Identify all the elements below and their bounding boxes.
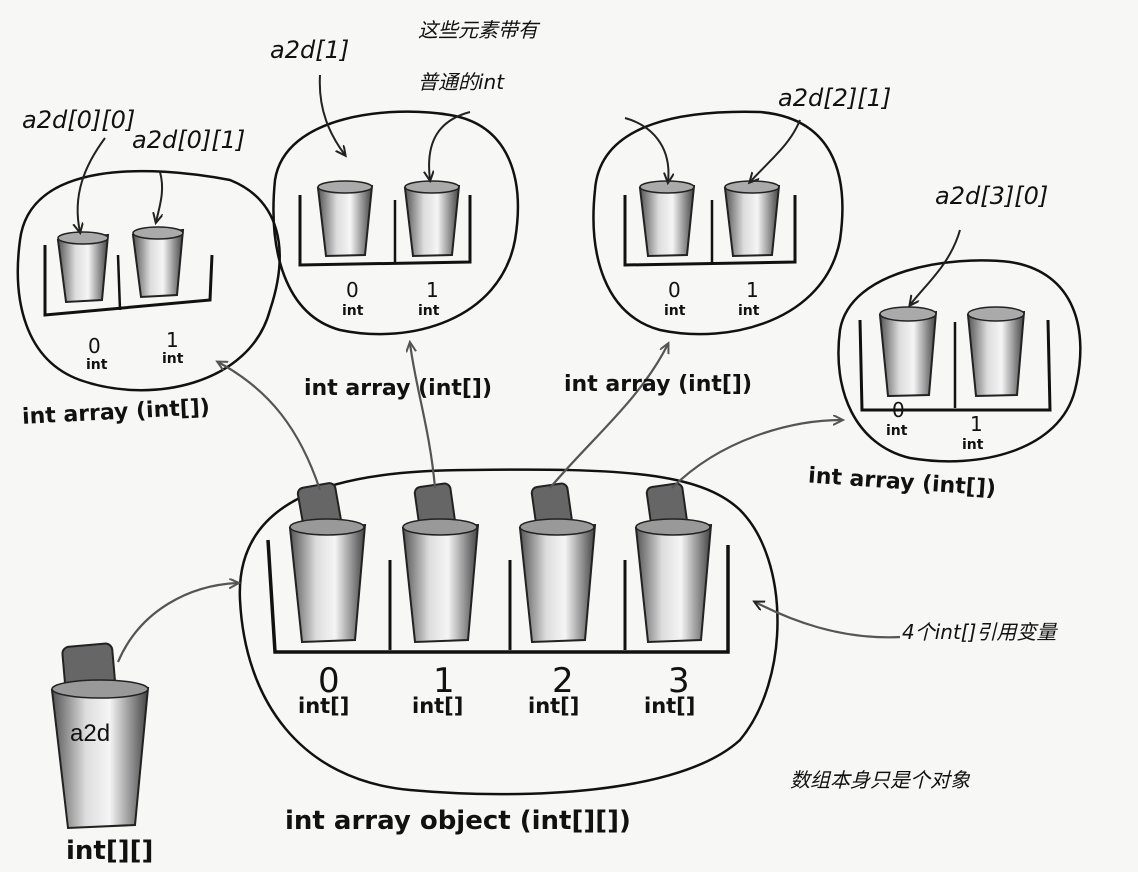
main-type-1: int[] bbox=[412, 694, 464, 718]
sub3-index-0: 0 bbox=[892, 398, 905, 422]
sub1-type-0: int bbox=[342, 303, 364, 319]
int-cup-3-1 bbox=[966, 306, 1026, 398]
main-array-blob bbox=[238, 468, 779, 796]
main-caption: int array object (int[][]) bbox=[285, 806, 631, 836]
sub2-type-1: int bbox=[738, 303, 760, 319]
main-index-2: 2 bbox=[552, 661, 574, 701]
main-type-2: int[] bbox=[528, 694, 580, 718]
sub3-index-1: 1 bbox=[970, 412, 983, 436]
note-elements-ints-line2: 普通的int bbox=[418, 70, 505, 94]
sub0-index-1: 1 bbox=[166, 328, 179, 352]
ref-arrow-1 bbox=[410, 343, 437, 489]
main-type-3: int[] bbox=[644, 694, 696, 718]
int-cup-3-0 bbox=[878, 306, 938, 398]
ref-arrow-2 bbox=[549, 344, 668, 489]
arrow-a2d-0-1 bbox=[156, 171, 164, 222]
label-arrows bbox=[78, 74, 961, 305]
a2d-type-label: int[][] bbox=[66, 836, 154, 866]
arrow-a2d-2-1 bbox=[750, 119, 801, 182]
sub3-type-0: int bbox=[886, 423, 908, 439]
sub2-index-0: 0 bbox=[668, 278, 681, 302]
a2d-variable-cup bbox=[50, 642, 150, 830]
ref-arrow-0 bbox=[218, 362, 322, 491]
sub-array-blob-1 bbox=[272, 110, 520, 336]
ref-cup-2 bbox=[518, 482, 597, 644]
arrow-a2d-3-0 bbox=[910, 229, 961, 305]
sub1-index-0: 0 bbox=[346, 278, 359, 302]
sub0-index-0: 0 bbox=[88, 334, 101, 358]
sub2-type-0: int bbox=[664, 303, 686, 319]
sub1-type-1: int bbox=[418, 303, 440, 319]
int-cup-0-1 bbox=[131, 226, 185, 299]
sub-array-blob-0 bbox=[16, 169, 281, 392]
arrow-a2d-1 bbox=[318, 74, 345, 155]
sub-array-blob-2 bbox=[592, 110, 844, 336]
refs-note: 4个int[]引用变量 bbox=[902, 620, 1057, 644]
object-note: 数组本身只是个对象 bbox=[790, 768, 970, 792]
int-cup-1-0 bbox=[316, 180, 374, 258]
sub1-caption: int array (int[]) bbox=[304, 376, 493, 401]
sub0-type-0: int bbox=[86, 357, 108, 373]
sub1-index-1: 1 bbox=[426, 278, 439, 302]
sub2-caption: int array (int[]) bbox=[564, 372, 753, 397]
sub2-index-1: 1 bbox=[746, 278, 759, 302]
label-a2d-1: a2d[1] bbox=[270, 36, 350, 64]
ref-cup-1 bbox=[401, 482, 480, 644]
main-type-0: int[] bbox=[298, 694, 350, 718]
ref-arrow-3 bbox=[671, 420, 842, 489]
ref-cup-0 bbox=[288, 482, 367, 644]
sub3-type-1: int bbox=[962, 437, 984, 453]
label-a2d-0-1: a2d[0][1] bbox=[132, 126, 246, 154]
int-cup-2-1 bbox=[723, 180, 781, 258]
int-cup-0-0 bbox=[56, 231, 110, 304]
main-index-3: 3 bbox=[668, 661, 690, 701]
refs-note-arrow bbox=[755, 602, 901, 639]
label-a2d-2-1: a2d[2][1] bbox=[778, 84, 892, 112]
ref-cup-3 bbox=[634, 482, 713, 644]
label-a2d-0-0: a2d[0][0] bbox=[22, 106, 136, 134]
main-index-1: 1 bbox=[433, 661, 455, 701]
arrow-a2d-0-0 bbox=[78, 137, 106, 232]
sub0-type-1: int bbox=[162, 351, 184, 367]
main-index-0: 0 bbox=[318, 661, 340, 701]
reference-arrows bbox=[116, 343, 901, 663]
note-elements-ints-line1: 这些元素带有 bbox=[418, 18, 538, 42]
arrow-note-ints bbox=[429, 111, 471, 180]
a2d-ref-arrow bbox=[116, 583, 238, 663]
int-cup-2-0 bbox=[638, 180, 696, 258]
a2d-cup-label: a2d bbox=[70, 720, 111, 747]
arrow-a2d-2-0 bbox=[624, 117, 668, 182]
label-a2d-3-0: a2d[3][0] bbox=[935, 182, 1049, 210]
sub-array-blob-3 bbox=[837, 259, 1082, 463]
int-cup-1-1 bbox=[403, 180, 461, 258]
